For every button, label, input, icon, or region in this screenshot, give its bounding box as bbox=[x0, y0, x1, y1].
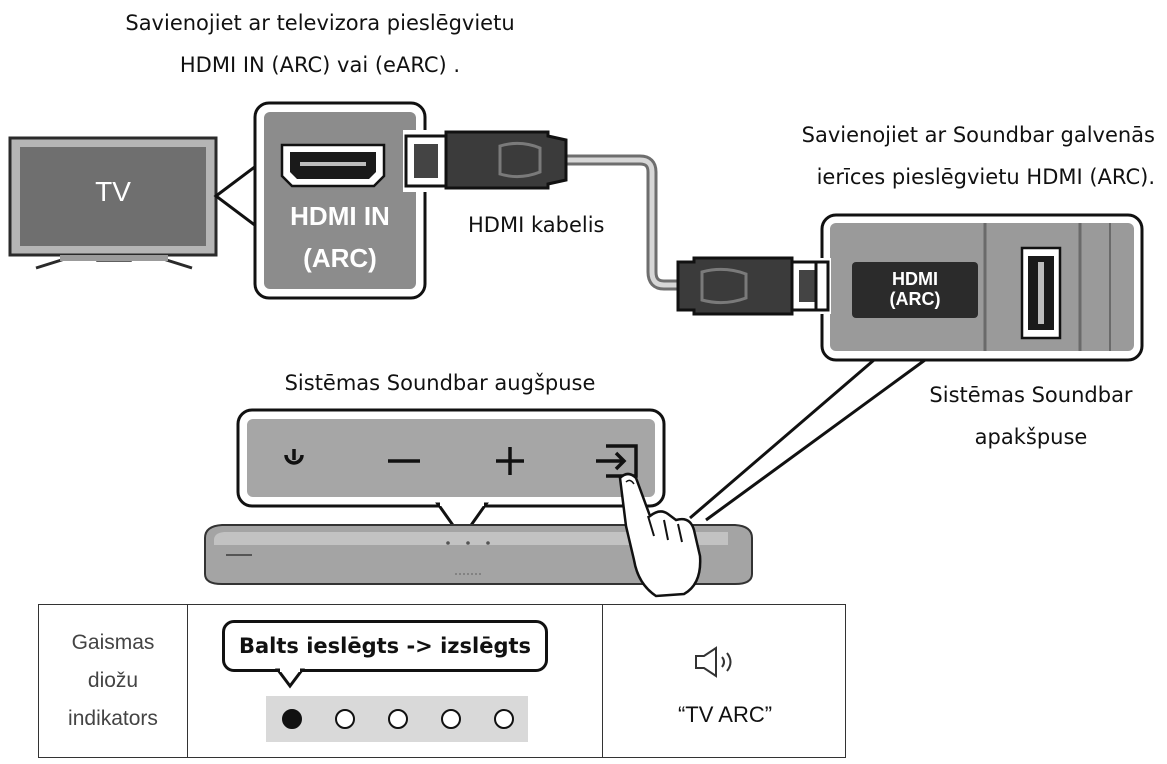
tv-callout-pointer bbox=[213, 163, 258, 229]
tv-illustration bbox=[8, 136, 218, 270]
bottom-callout-lines bbox=[689, 358, 926, 522]
tv-hdmi-port-panel bbox=[253, 101, 427, 300]
voice-guide-text: “TV ARC” bbox=[677, 702, 773, 727]
led-label-line3: indikators bbox=[68, 707, 158, 730]
hdmi-plug-tv-side bbox=[404, 130, 568, 190]
soundbar-port-caption-line1: Savienojiet ar Soundbar galvenās bbox=[801, 123, 1155, 147]
tv-port-caption-line1: Savienojiet ar televizora pieslēgvietu bbox=[125, 11, 515, 35]
soundbar-port-label-line2: (ARC) bbox=[889, 289, 941, 309]
plus-icon[interactable] bbox=[496, 447, 524, 475]
tv-port-caption-line2: HDMI IN (ARC) vai (eARC) . bbox=[179, 53, 461, 77]
bottom-side-caption-line2: apakšpuse bbox=[974, 425, 1088, 449]
power-icon[interactable] bbox=[284, 449, 304, 465]
soundbar-port-caption-line2: ierīces pieslēgvietu HDMI (ARC). bbox=[816, 165, 1155, 189]
tv-port-label-line2: (ARC) bbox=[303, 243, 377, 273]
led-status-bubble: Balts ieslēgts -> izslēgts bbox=[222, 620, 548, 672]
soundbar-body bbox=[204, 524, 753, 585]
hdmi-plug-soundbar-side bbox=[676, 256, 830, 316]
soundbar-hdmi-port-panel bbox=[820, 213, 1144, 362]
led-label-line2: diožu bbox=[87, 669, 139, 692]
top-side-caption: Sistēmas Soundbar augšpuse bbox=[284, 371, 596, 395]
tv-label: TV bbox=[95, 176, 131, 207]
bottom-side-caption-line1: Sistēmas Soundbar bbox=[929, 383, 1133, 407]
voice-cell bbox=[602, 604, 846, 758]
led-label-line1: Gaismas bbox=[71, 631, 155, 654]
hdmi-cable-caption: HDMI kabelis bbox=[468, 213, 605, 237]
hand-pointer-icon bbox=[618, 472, 702, 598]
led-label-cell: Gaismas diožu indikators bbox=[38, 604, 188, 758]
soundbar-port-label-line1: HDMI bbox=[892, 269, 938, 289]
top-control-panel bbox=[236, 408, 666, 541]
tv-port-label-line1: HDMI IN bbox=[290, 201, 390, 231]
